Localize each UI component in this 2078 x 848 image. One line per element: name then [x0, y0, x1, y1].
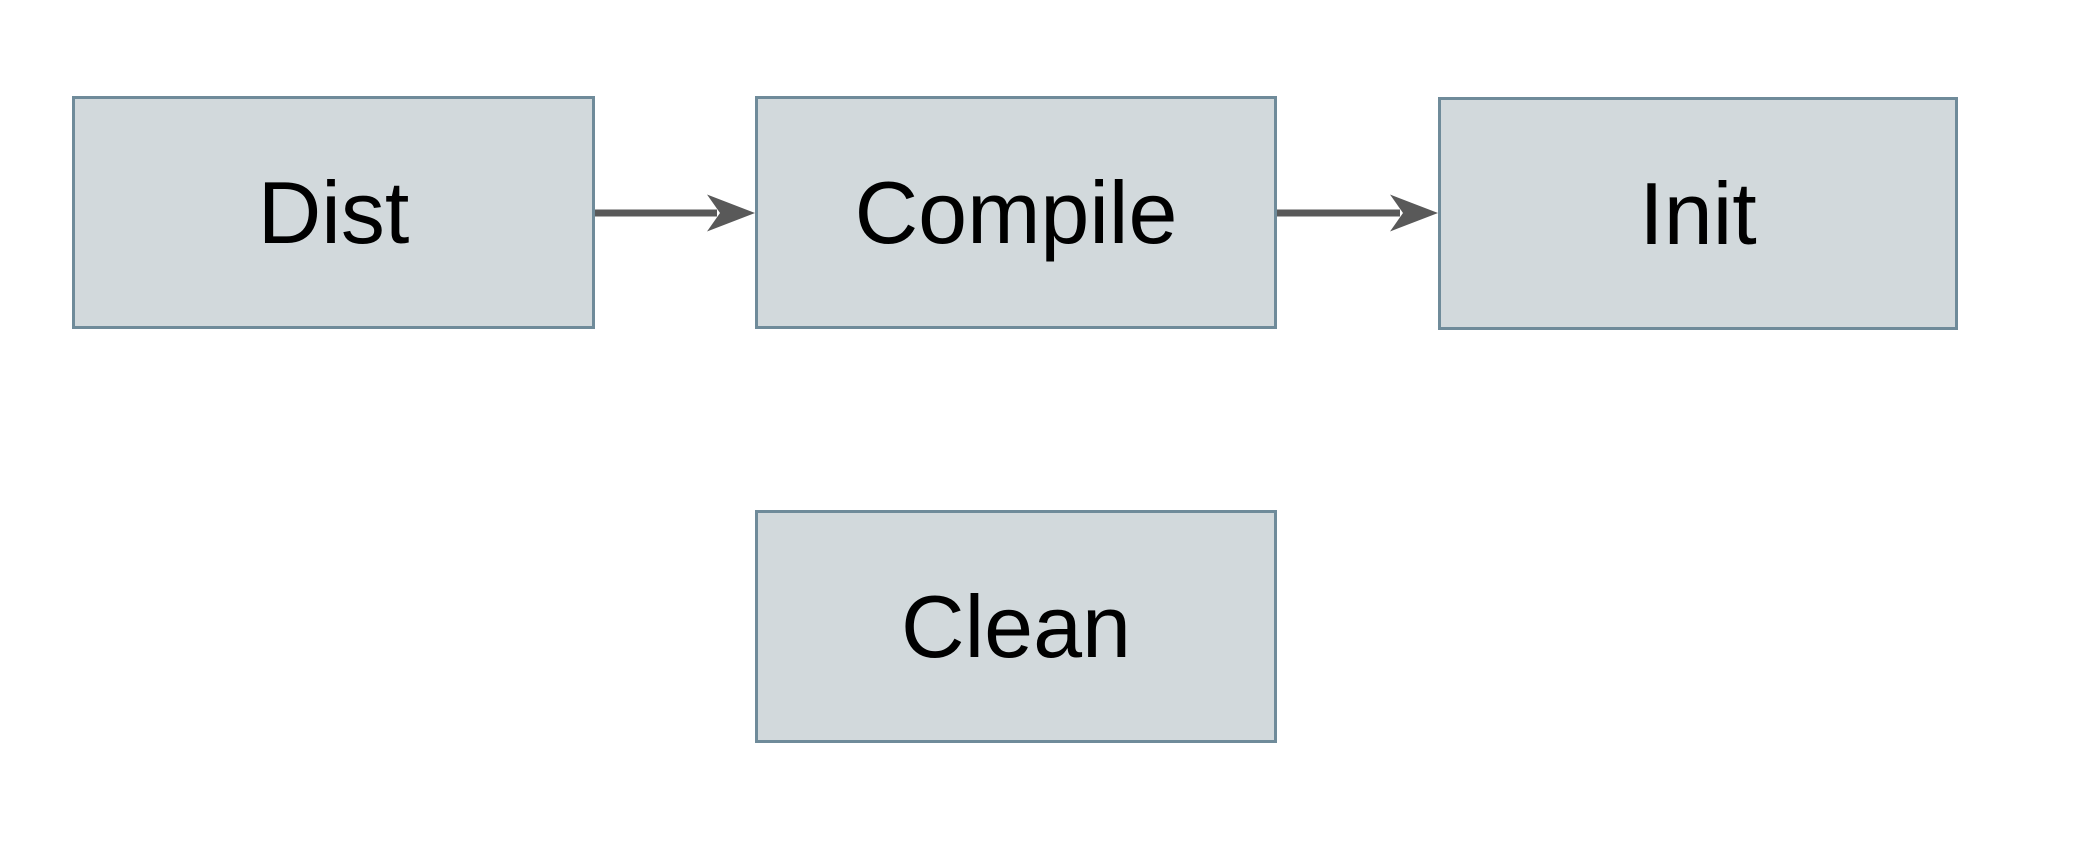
arrow-compile-to-init-icon — [1277, 194, 1438, 232]
node-clean: Clean — [755, 510, 1277, 743]
arrow-dist-to-compile-icon — [595, 194, 755, 232]
node-label: Compile — [854, 162, 1178, 262]
node-label: Dist — [257, 162, 410, 262]
node-init: Init — [1438, 97, 1958, 330]
node-label: Clean — [901, 576, 1131, 676]
node-dist: Dist — [72, 96, 595, 329]
node-compile: Compile — [755, 96, 1277, 329]
node-label: Init — [1639, 163, 1757, 263]
